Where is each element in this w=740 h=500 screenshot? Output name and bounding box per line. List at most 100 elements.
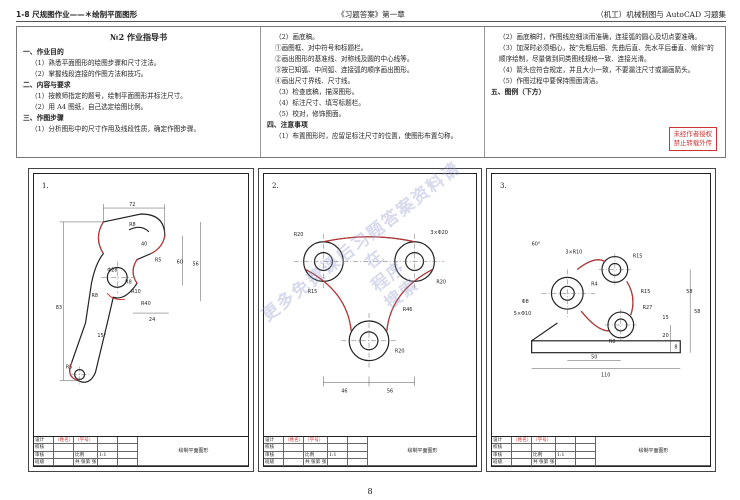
- stamp-line-2: 禁止转载外传: [673, 139, 712, 147]
- sheet-3-number: 3.: [500, 182, 507, 190]
- dim-2-5: R46: [403, 307, 413, 313]
- guide-line: （1）布置图形时，应留足标注尺寸的位置，使图形布置匀称。: [275, 132, 458, 140]
- dim-3-15: 58: [694, 309, 700, 315]
- dim-2-2: R20: [436, 279, 446, 285]
- tb-name: （姓名）: [512, 437, 532, 445]
- dim-2-6: 46: [341, 388, 347, 394]
- dim-1-7: R10: [131, 289, 141, 295]
- tb-class: 班级: [34, 458, 54, 466]
- dim-1-13: Φ28: [107, 267, 117, 273]
- tb-check: 校核: [34, 444, 54, 452]
- dim-2-7: 56: [387, 388, 393, 394]
- dim-1-0: 72: [129, 202, 135, 208]
- guide-line: （3）检查底稿，描深图形。: [275, 88, 359, 96]
- tb-scale-label: 比例: [304, 451, 328, 459]
- sheet-1-drawing: 72 R8 40 R5 56 83 60 R10 R8 R40 24 15° R…: [56, 202, 201, 385]
- tb-name: （姓名）: [54, 437, 74, 445]
- dim-3-6: Φ8: [522, 299, 529, 305]
- dim-3-8: R8: [609, 339, 616, 345]
- sheet-1-frame: 1.: [33, 173, 249, 467]
- tb-check: 校核: [264, 444, 284, 452]
- dim-2-1: 3×Φ20: [430, 230, 447, 236]
- tb-drawing-name: 绘制平面图形: [138, 437, 248, 466]
- dim-1-6: 60: [177, 260, 183, 266]
- tb-scale: 1:1: [556, 451, 576, 459]
- tb-review: 审核: [264, 451, 284, 459]
- dim-3-11: 8: [674, 345, 677, 351]
- dim-1-12: R5: [66, 365, 73, 371]
- dim-1-14: R8: [125, 279, 132, 285]
- tb-sheets: 共 张第 张: [304, 458, 328, 466]
- dim-3-14: 58: [686, 289, 692, 295]
- tb-drawing-name: 绘制平面图形: [596, 437, 710, 466]
- page-header: 1-8 尺规图作业——＊绘制平面图形 《习题答案》第一章 （机工）机械制图与 A…: [16, 8, 726, 22]
- guide-line: （3）加深时必须细心，按"先粗后细、先曲后直、先水平后垂直、倾斜"的顺序绘制，尽…: [499, 44, 714, 63]
- tb-scale: 1:1: [328, 451, 348, 459]
- copyright-stamp: 未经作者授权 禁止转载外传: [668, 127, 717, 151]
- dim-3-13: 15: [662, 315, 668, 321]
- page-number: 8: [367, 487, 373, 496]
- guide-line: （1）熟悉平面图形的绘图步骤和尺寸注法。: [31, 59, 161, 67]
- dim-2-4: R15: [308, 289, 318, 295]
- tb-sheets: 共 张第 张: [532, 458, 556, 466]
- dim-3-7: 5×Φ10: [514, 311, 531, 317]
- header-center: 《习题答案》第一章: [337, 10, 405, 19]
- dim-3-12: 20: [662, 333, 668, 339]
- tb-scale-label: 比例: [74, 451, 98, 459]
- guide-line: （2）画底稿时，作图线应细淡而准确，连接弧的圆心及切点要准确。: [499, 33, 702, 41]
- tb-scale-label: 比例: [532, 451, 556, 459]
- guide-line: ④画出尺寸界线、尺寸线。: [275, 77, 355, 85]
- tb-drawing-name: 绘制平面图形: [368, 437, 476, 466]
- dim-3-3: R15: [641, 289, 651, 295]
- tb-sheets: 共 张第 张: [74, 458, 98, 466]
- tb-class: 班级: [492, 458, 512, 466]
- guide-section-heading: 二、内容与要求: [23, 81, 71, 89]
- guide-line: （2）用 A4 图纸，自己选定绘图比例。: [31, 103, 148, 111]
- tb-id: （学号）: [532, 437, 556, 445]
- drawing-sheet-3: 3.: [486, 168, 716, 472]
- stamp-line-1: 未经作者授权: [673, 130, 712, 138]
- guide-col-1-lines: 一、作业目的（1）熟悉平面图形的绘图步骤和尺寸注法。（2）掌握线段连接的作图方法…: [23, 47, 254, 135]
- sheet-2-drawing: R20 3×Φ20 R20 R20 R15 R46 46 56: [293, 230, 448, 394]
- guide-line: ①画图框、对中符号和标题栏。: [275, 44, 368, 52]
- tb-label: 设计: [492, 437, 512, 445]
- dim-1-11: 15°: [97, 333, 106, 339]
- tb-id: （学号）: [304, 437, 328, 445]
- guide-col-2-lines: （2）画底稿。 ①画图框、对中符号和标题栏。 ②画出图形的基准线、对称线及圆的中心线…: [267, 32, 478, 142]
- dim-3-9: 50: [591, 355, 597, 361]
- sheet-2-number: 2.: [272, 182, 279, 190]
- sheet-2-frame: 2. R20 3×Φ20: [263, 173, 477, 467]
- tb-check: 校核: [492, 444, 512, 452]
- dim-2-3: R20: [395, 349, 405, 355]
- tb-label: 设计: [264, 437, 284, 445]
- tb-review: 审核: [34, 451, 54, 459]
- dim-3-2: R15: [633, 254, 643, 260]
- guide-line: （1）分析图形中的尺寸作用及线段性质，确定作图步骤。: [31, 125, 201, 133]
- guide-section-heading: 三、作图步骤: [23, 114, 64, 122]
- dim-1-1: R8: [129, 222, 136, 228]
- dim-1-9: R40: [141, 301, 151, 307]
- tb-id: （学号）: [74, 437, 98, 445]
- guide-line: ②画出图形的基准线、对称线及圆的中心线等。: [275, 55, 414, 63]
- dim-1-4: 56: [193, 262, 199, 268]
- dim-3-0: 60°: [532, 242, 541, 248]
- guide-section-heading: 一、作业目的: [23, 48, 64, 56]
- guide-line: （2）画底稿。: [275, 33, 319, 41]
- drawing-sheet-1: 1.: [28, 168, 254, 472]
- guide-section-heading: 五、图例（下方）: [491, 88, 546, 96]
- guide-col-3-lines: （2）画底稿时，作图线应细淡而准确，连接弧的圆心及切点要准确。 （3）加深时必须细…: [491, 32, 719, 98]
- dim-2-0: R20: [294, 232, 304, 238]
- guide-line: （4）标注尺寸、填写标题栏。: [275, 99, 365, 107]
- guide-col-3: （2）画底稿时，作图线应细淡而准确，连接弧的圆心及切点要准确。 （3）加深时必须细…: [485, 27, 725, 157]
- sheet-3-drawing: 60° 3×R10 R15 R15 R27 R4 Φ8 5×Φ10 R8 50 …: [514, 242, 701, 379]
- guide-line: （1）按教师指定的题号，绘制平面图形并标注尺寸。: [31, 92, 187, 100]
- guide-line: （5）校对，修饰图面。: [275, 110, 346, 118]
- dim-3-1: 3×R10: [565, 250, 582, 256]
- dim-1-8: R8: [91, 293, 98, 299]
- guide-col-2: （2）画底稿。 ①画图框、对中符号和标题栏。 ②画出图形的基准线、对称线及圆的中心线…: [261, 27, 485, 157]
- dim-1-3: R5: [155, 258, 162, 264]
- sheet-1-number: 1.: [42, 182, 49, 190]
